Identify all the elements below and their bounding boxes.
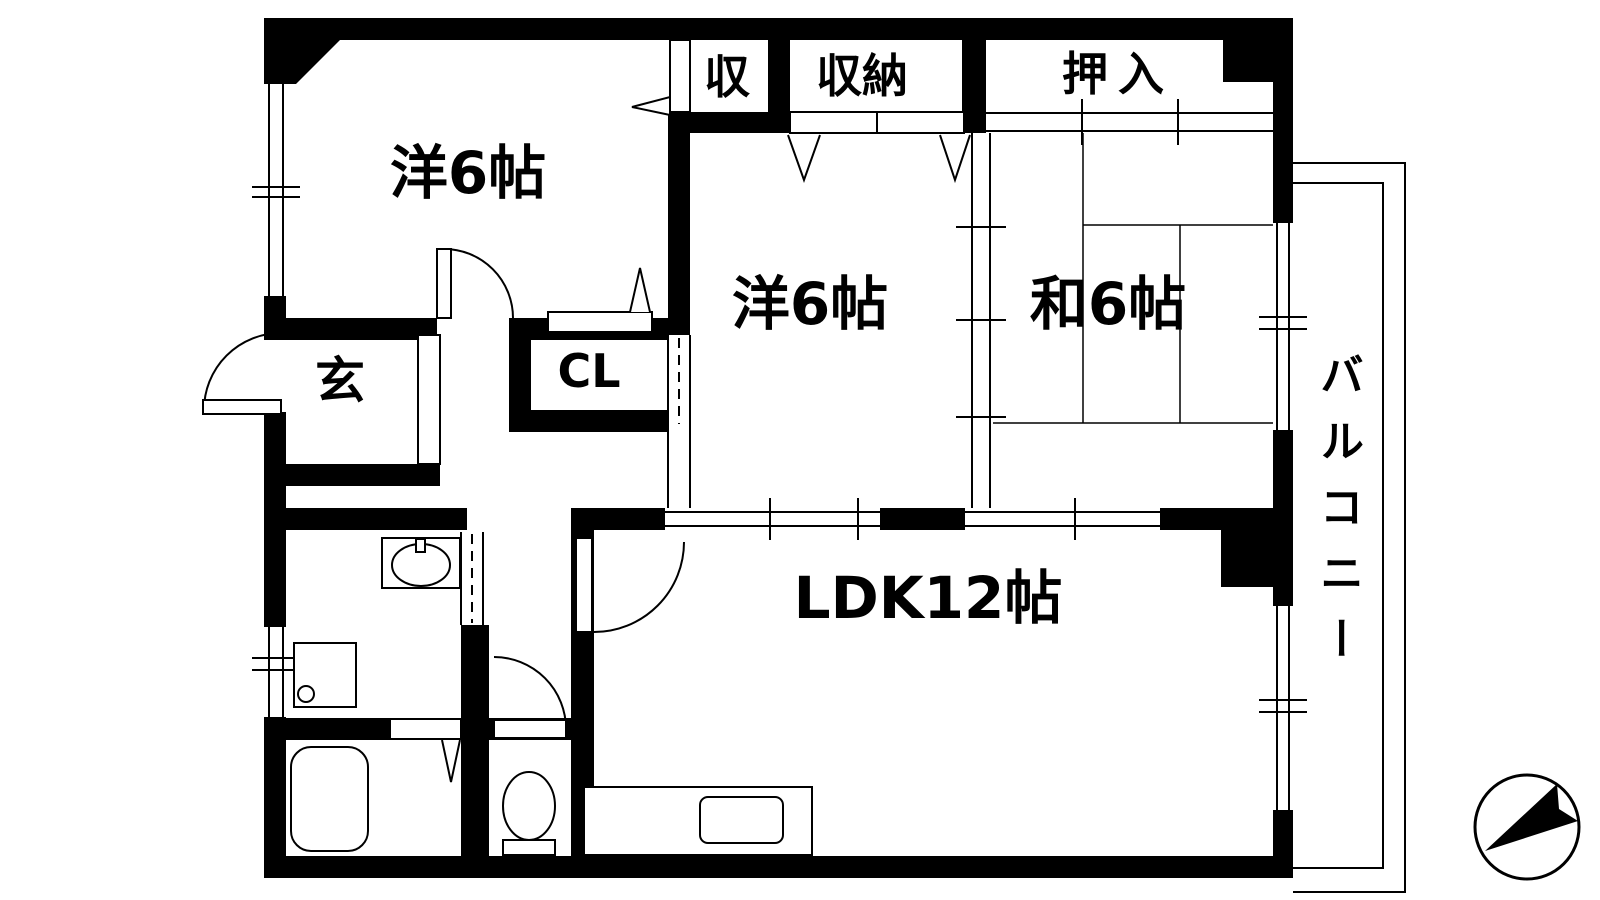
fixtures-layer	[290, 334, 813, 856]
room-label-western-top: 洋6帖	[389, 139, 547, 207]
room-label-entrance: 玄	[315, 352, 365, 410]
cl-closet-door	[547, 267, 653, 333]
room-label-balcony: バルコニー	[1312, 352, 1363, 682]
windows-layer	[252, 84, 1307, 810]
room-label-storage-shuno: 収納	[816, 49, 908, 103]
toilet-door	[493, 656, 567, 739]
room-label-oshiire: 押入	[1062, 47, 1174, 101]
ldk-door	[575, 537, 685, 633]
bedroom1-door	[436, 248, 514, 319]
room-label-western-middle: 洋6帖	[731, 270, 889, 338]
kitchen-counter	[583, 786, 813, 856]
shoe-cabinet	[417, 334, 441, 465]
balcony-outline	[1293, 162, 1406, 893]
room-label-ldk: LDK12帖	[793, 564, 1063, 632]
doors-layer	[202, 39, 971, 783]
room-label-japanese-room: 和6帖	[1029, 270, 1187, 338]
entrance-door	[202, 332, 282, 415]
kitchen-sink	[699, 796, 784, 844]
room-label-closet-cl: CL	[557, 344, 621, 398]
room-label-storage-shu: 収	[704, 50, 750, 104]
washbasin-vanity	[381, 537, 461, 589]
toilet	[502, 771, 556, 856]
bathtub	[290, 746, 369, 852]
shuno-closet-doors	[787, 111, 971, 184]
beveled-corner-wall	[264, 40, 340, 84]
shu-closet-door	[631, 39, 691, 117]
washing-machine-pan	[293, 642, 357, 708]
north-arrow-compass-icon	[1473, 773, 1581, 881]
sliding-doors-layer	[460, 99, 1273, 625]
tatami-lines	[993, 133, 1273, 424]
bathroom-folding-door	[389, 718, 462, 783]
